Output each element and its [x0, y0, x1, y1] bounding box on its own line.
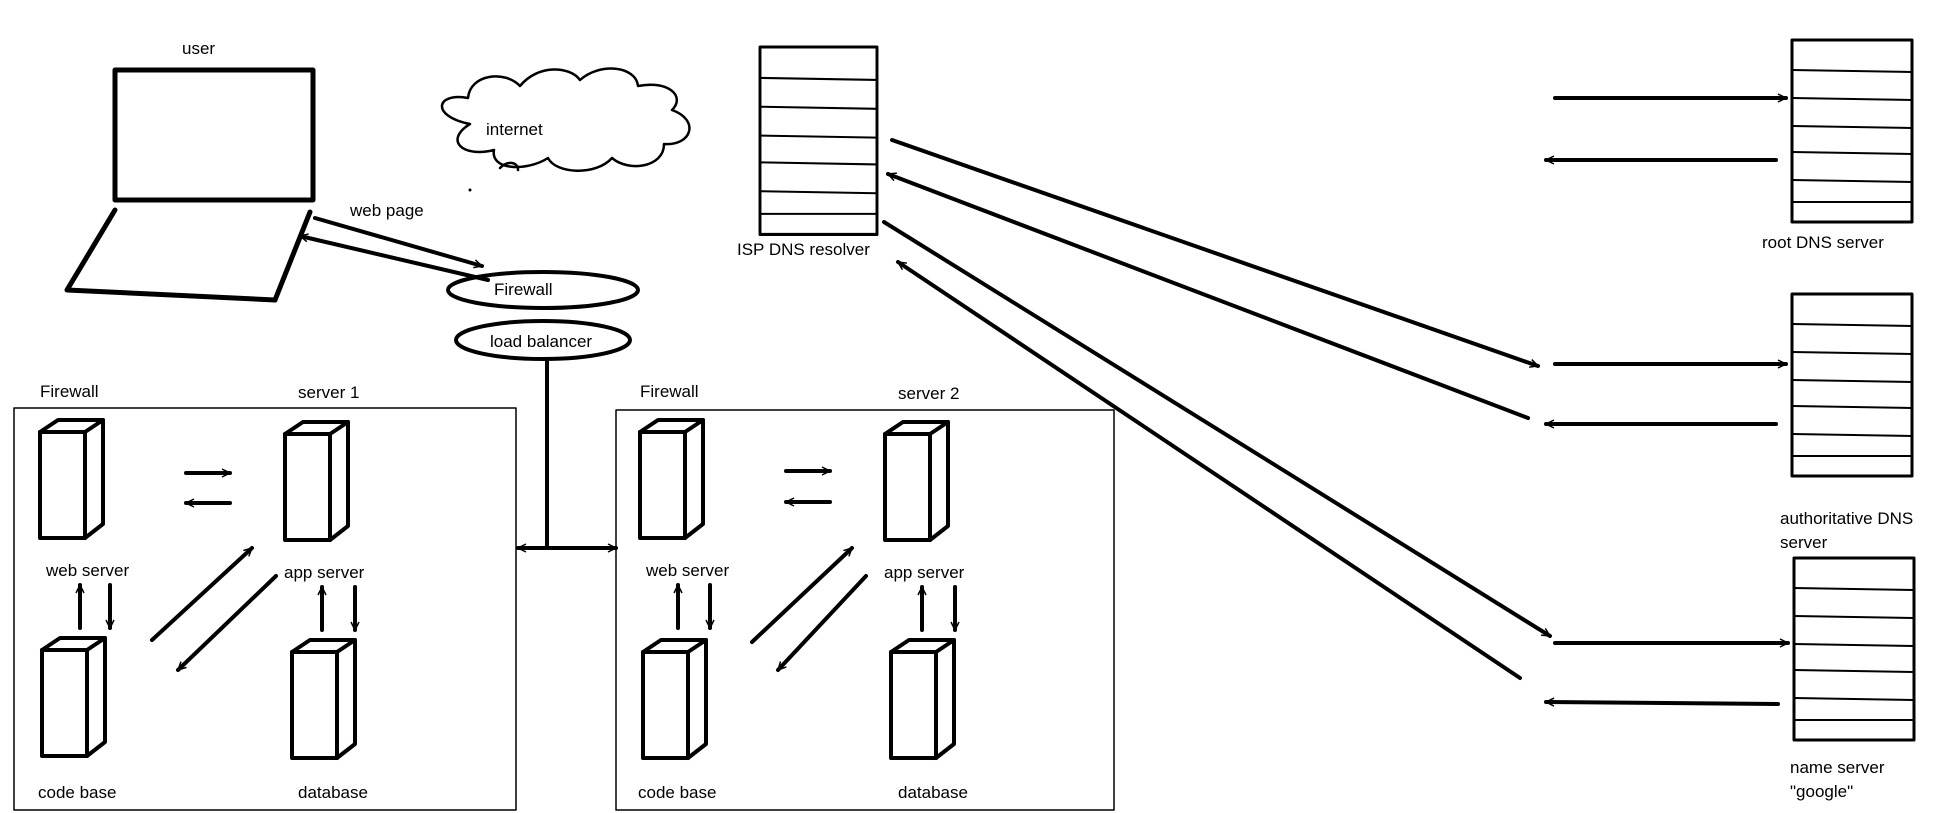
internet-label: internet — [486, 120, 543, 139]
name-server-label-line2: "google" — [1790, 782, 1853, 801]
authoritative-label-line2: server — [1780, 533, 1828, 552]
database-label: database — [898, 783, 968, 802]
name-server-label-line1: name server — [1790, 758, 1885, 777]
cluster-1-box — [13, 407, 517, 811]
code-base-label: code base — [638, 783, 716, 802]
code-base-icon — [641, 638, 708, 760]
web-server-label: web server — [645, 561, 729, 580]
middle-dns-arrows — [1544, 364, 1788, 424]
root-dns-label: root DNS server — [1762, 233, 1884, 252]
database-icon — [290, 638, 357, 760]
request-arrow — [313, 216, 484, 266]
code-base-label: code base — [38, 783, 116, 802]
web-server-label: web server — [45, 561, 129, 580]
isp-resolver-label: ISP DNS resolver — [737, 240, 870, 259]
cluster-2-arrows — [678, 471, 955, 672]
cluster-1-firewall-label: Firewall — [40, 382, 99, 401]
root-dns-icon — [1790, 38, 1914, 224]
cluster-2-firewall-label: Firewall — [640, 382, 699, 401]
load-balancer-label: load balancer — [490, 332, 592, 351]
cluster-2: Firewall server 2 web server app server … — [615, 382, 1115, 811]
authoritative-label-line1: authoritative DNS — [1780, 509, 1913, 528]
cluster-2-title: server 2 — [898, 384, 959, 403]
app-server-label: app server — [884, 563, 965, 582]
database-icon — [889, 638, 956, 760]
cloud-icon — [440, 67, 691, 192]
code-base-icon — [40, 636, 107, 758]
web-server-icon — [38, 418, 105, 540]
app-server-icon — [283, 420, 350, 542]
database-label: database — [298, 783, 368, 802]
cluster-2-box — [615, 409, 1115, 811]
edge-firewall-label: Firewall — [494, 280, 553, 299]
edge-firewall — [446, 270, 640, 310]
web-server-icon — [638, 418, 705, 540]
authoritative-dns-icon — [1792, 556, 1916, 742]
response-arrow — [298, 236, 490, 282]
user-label: user — [182, 39, 215, 58]
app-server-icon — [883, 420, 950, 542]
authoritative-dns-arrows — [1544, 643, 1790, 704]
cluster-1-title: server 1 — [298, 383, 359, 402]
isp-resolver-icon — [758, 45, 879, 237]
dns-query-arrows — [882, 138, 1552, 680]
app-server-label: app server — [284, 563, 365, 582]
laptop-icon — [64, 67, 316, 303]
load-balancer — [454, 319, 632, 361]
cluster-1: Firewall server 1 web server app server … — [13, 382, 517, 811]
cluster-1-arrows — [80, 473, 355, 672]
root-dns-arrows — [1544, 98, 1788, 160]
dns-server-icon — [1790, 292, 1914, 478]
web-page-label: web page — [349, 201, 424, 220]
